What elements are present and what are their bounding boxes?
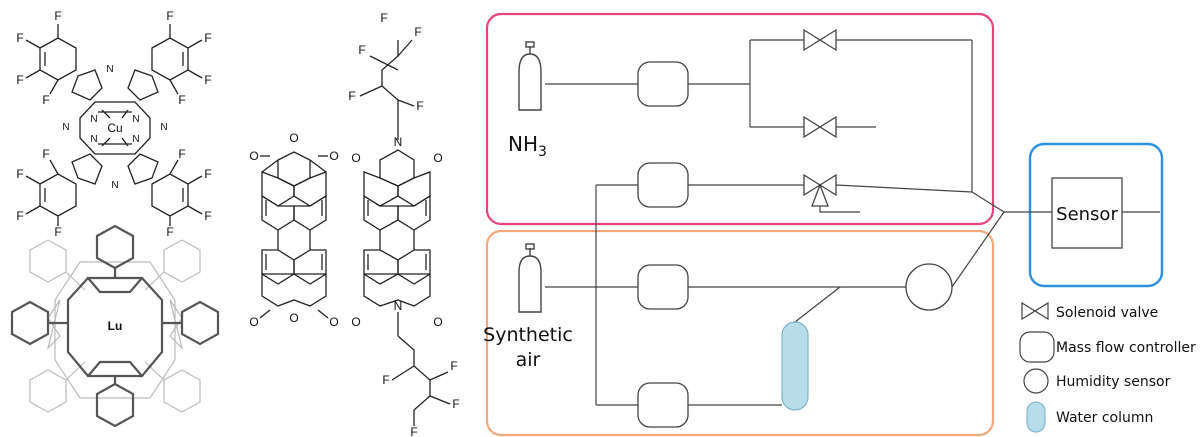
perylene-dianhydride-labels: O O O O O O: [249, 131, 338, 329]
mass-flow-controller-icon: [637, 382, 689, 428]
f-label: F: [54, 225, 61, 239]
mass-flow-controller-icon: [637, 264, 689, 310]
n-label: N: [394, 135, 403, 149]
nh3-main: NH: [508, 132, 538, 156]
legend-water-column-icon: [1026, 401, 1046, 433]
f-label: F: [380, 11, 387, 25]
n-label: N: [160, 122, 167, 133]
legend-solenoid-valve-icon: [1021, 301, 1049, 321]
o-label: O: [433, 315, 442, 329]
mass-flow-controller-icon: [637, 162, 689, 208]
lutetium-bisphthalocyanine-structure: Lu: [10, 224, 220, 428]
n-label: N: [132, 134, 139, 145]
solenoid-valve-icon: [803, 28, 837, 52]
legend-humidity-label: Humidity sensor: [1056, 374, 1171, 390]
f-label: F: [166, 9, 173, 23]
o-label: O: [329, 315, 338, 329]
n-label: N: [90, 114, 97, 125]
nh3-subscript: 3: [538, 144, 547, 160]
sensor-label: Sensor: [1056, 204, 1118, 225]
water-column-icon: [781, 321, 809, 411]
fluorinated-perylene-diimide-structure: [359, 39, 451, 426]
f-label: F: [204, 73, 211, 87]
legend: Solenoid valve Mass flow controller Humi…: [1019, 301, 1196, 433]
f-label: F: [348, 89, 355, 103]
n-label: N: [394, 299, 403, 313]
o-label: O: [351, 315, 360, 329]
legend-water-label: Water column: [1056, 410, 1153, 426]
copper-phthalocyanine-structure: [25, 24, 203, 226]
f-label: F: [166, 225, 173, 239]
o-label: O: [289, 131, 298, 145]
nh3-cylinder-icon: [518, 41, 542, 111]
three-way-valve-icon: [803, 173, 837, 207]
perylene-dianhydride-structure: [259, 151, 329, 319]
mass-flow-controller-icon: [637, 61, 689, 107]
f-label: F: [204, 31, 211, 45]
sensor-icon: [1051, 177, 1123, 249]
piping: [545, 39, 1160, 406]
legend-humidity-sensor-icon: [1023, 368, 1049, 394]
f-label: F: [204, 167, 211, 181]
f-label: F: [452, 397, 459, 411]
o-label: O: [289, 311, 298, 325]
fluorinated-perylene-diimide-labels: N N O O O O F F F F F F F F F: [348, 11, 459, 437]
synthetic-air-section-box: [485, 229, 995, 437]
solenoid-valve-icon: [803, 115, 837, 139]
legend-mass-flow-controller-icon: [1019, 331, 1055, 363]
f-label: F: [204, 209, 211, 223]
n-label: N: [111, 180, 118, 191]
sensor-section-box: [1028, 142, 1164, 288]
f-label: F: [16, 31, 23, 45]
legend-solenoid-label: Solenoid valve: [1056, 305, 1158, 321]
nh3-label: NH3: [508, 132, 547, 160]
n-label: N: [62, 122, 69, 133]
f-label: F: [54, 9, 61, 23]
n-label: N: [132, 114, 139, 125]
f-label: F: [42, 147, 49, 161]
cu-label: Cu: [107, 121, 122, 135]
f-label: F: [16, 73, 23, 87]
f-label: F: [450, 359, 457, 373]
f-label: F: [382, 373, 389, 387]
f-label: F: [358, 43, 365, 57]
o-label: O: [249, 149, 258, 163]
f-label: F: [414, 25, 421, 39]
f-label: F: [178, 93, 185, 107]
humidity-sensor-icon: [905, 263, 953, 311]
air-cylinder-icon: [518, 243, 542, 313]
o-label: O: [329, 149, 338, 163]
f-label: F: [42, 93, 49, 107]
o-label: O: [351, 151, 360, 165]
f-label: F: [16, 209, 23, 223]
n-label: N: [90, 134, 97, 145]
f-label: F: [16, 167, 23, 181]
o-label: O: [433, 151, 442, 165]
copper-phthalocyanine-atom-labels: Cu N N N N N N N N F F F F F F F F F F F…: [16, 9, 211, 239]
ammonia-section-box: [485, 12, 995, 226]
f-label: F: [410, 425, 417, 437]
synthetic-air-label-line2: air: [516, 349, 541, 371]
f-label: F: [178, 147, 185, 161]
o-label: O: [249, 315, 258, 329]
synthetic-air-label-line1: Synthetic: [483, 324, 573, 346]
lu-label: Lu: [108, 319, 123, 333]
n-label: N: [106, 64, 113, 75]
legend-mfc-label: Mass flow controller: [1056, 340, 1196, 356]
f-label: F: [416, 99, 423, 113]
